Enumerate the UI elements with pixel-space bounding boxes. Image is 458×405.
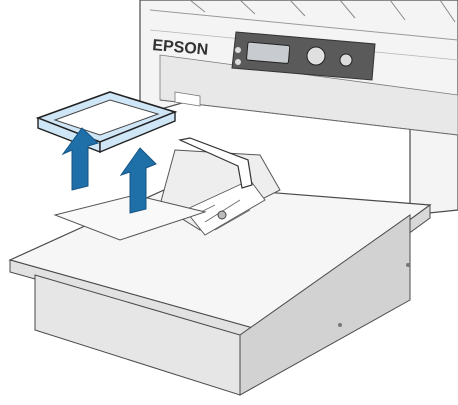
lcd-display [246,42,289,64]
power-button-icon[interactable] [340,54,352,66]
dial-button-icon[interactable] [307,47,325,65]
